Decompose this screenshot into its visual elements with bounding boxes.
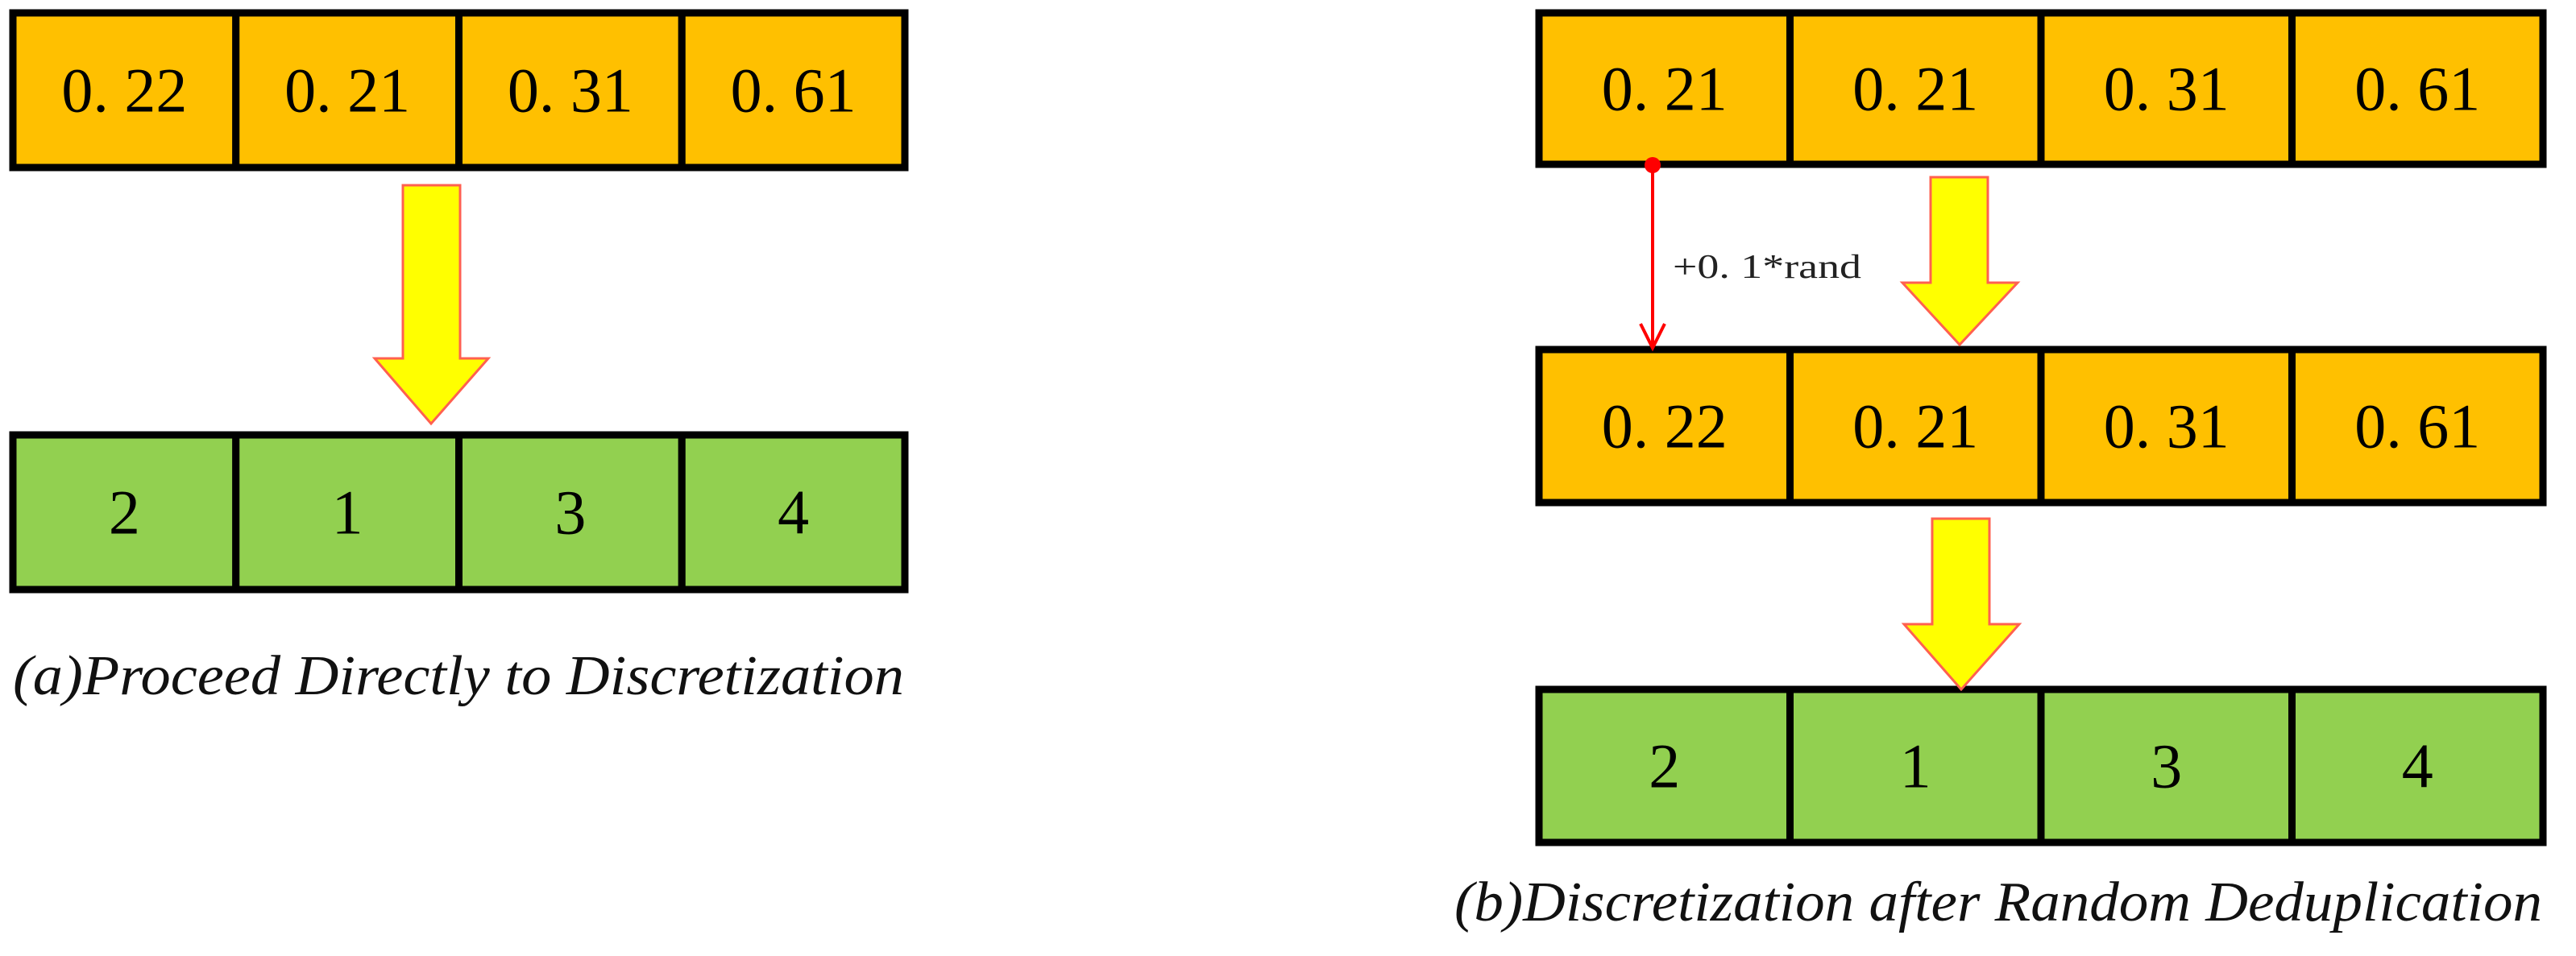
array-cell	[455, 9, 686, 172]
array-cell	[232, 431, 463, 594]
cell-value: 0. 31	[508, 56, 633, 126]
cell-value: 0. 31	[2104, 391, 2230, 461]
cell-value: 1	[332, 478, 363, 548]
array-cell	[1535, 9, 1794, 168]
down-arrow-icon	[1899, 176, 2021, 347]
down-arrow-icon	[1901, 517, 2022, 692]
array-cell	[1786, 9, 2045, 168]
cell-value: 0. 22	[1602, 391, 1728, 461]
array-cell	[678, 9, 909, 172]
cell-value: 0. 21	[1852, 391, 1978, 461]
cell-value: 2	[109, 478, 140, 548]
panel-b-values-row: 0. 21 0. 21 0. 31 0. 61	[1535, 9, 2547, 168]
cell-value: 1	[1900, 731, 1931, 801]
array-cell	[455, 431, 686, 594]
array-cell	[9, 9, 240, 172]
perturbation-arrow	[1639, 157, 1666, 352]
cell-value: 0. 61	[2354, 391, 2480, 461]
array-cell	[1535, 346, 1794, 507]
panel-a-ranks-row: 2 1 3 4	[9, 431, 909, 594]
panel-b-deduplicated-row: 0. 22 0. 21 0. 31 0. 61	[1535, 346, 2547, 507]
cell-value: 0. 22	[61, 56, 187, 126]
array-cell	[678, 431, 909, 594]
array-cell	[2288, 9, 2547, 168]
cell-value: 3	[554, 478, 586, 548]
cell-value: 3	[2151, 731, 2182, 801]
cell-value: 0. 31	[2104, 54, 2230, 124]
perturbation-label: +0. 1*rand	[1673, 249, 1861, 286]
cell-value: 4	[2402, 731, 2433, 801]
cell-value: 0. 61	[2354, 54, 2480, 124]
panel-a-values-row: 0. 22 0. 21 0. 31 0. 61	[9, 9, 909, 172]
cell-value: 0. 21	[284, 56, 410, 126]
array-cell	[2288, 346, 2547, 507]
down-arrow-icon	[371, 184, 492, 426]
cell-value: 2	[1649, 731, 1680, 801]
array-cell	[1786, 346, 2045, 507]
cell-value: 4	[778, 478, 809, 548]
array-cell	[2288, 685, 2547, 846]
panel-b-ranks-row: 2 1 3 4	[1535, 685, 2547, 846]
caption-a: (a)Proceed Directly to Discretization	[13, 645, 904, 707]
cell-value: 0. 21	[1602, 54, 1728, 124]
caption-b: (b)Discretization after Random Deduplica…	[1454, 871, 2542, 933]
cell-value: 0. 21	[1852, 54, 1978, 124]
array-cell	[2037, 685, 2296, 846]
array-cell	[1535, 685, 1794, 846]
cell-value: 0. 61	[731, 56, 857, 126]
array-cell	[9, 431, 240, 594]
array-cell	[232, 9, 463, 172]
